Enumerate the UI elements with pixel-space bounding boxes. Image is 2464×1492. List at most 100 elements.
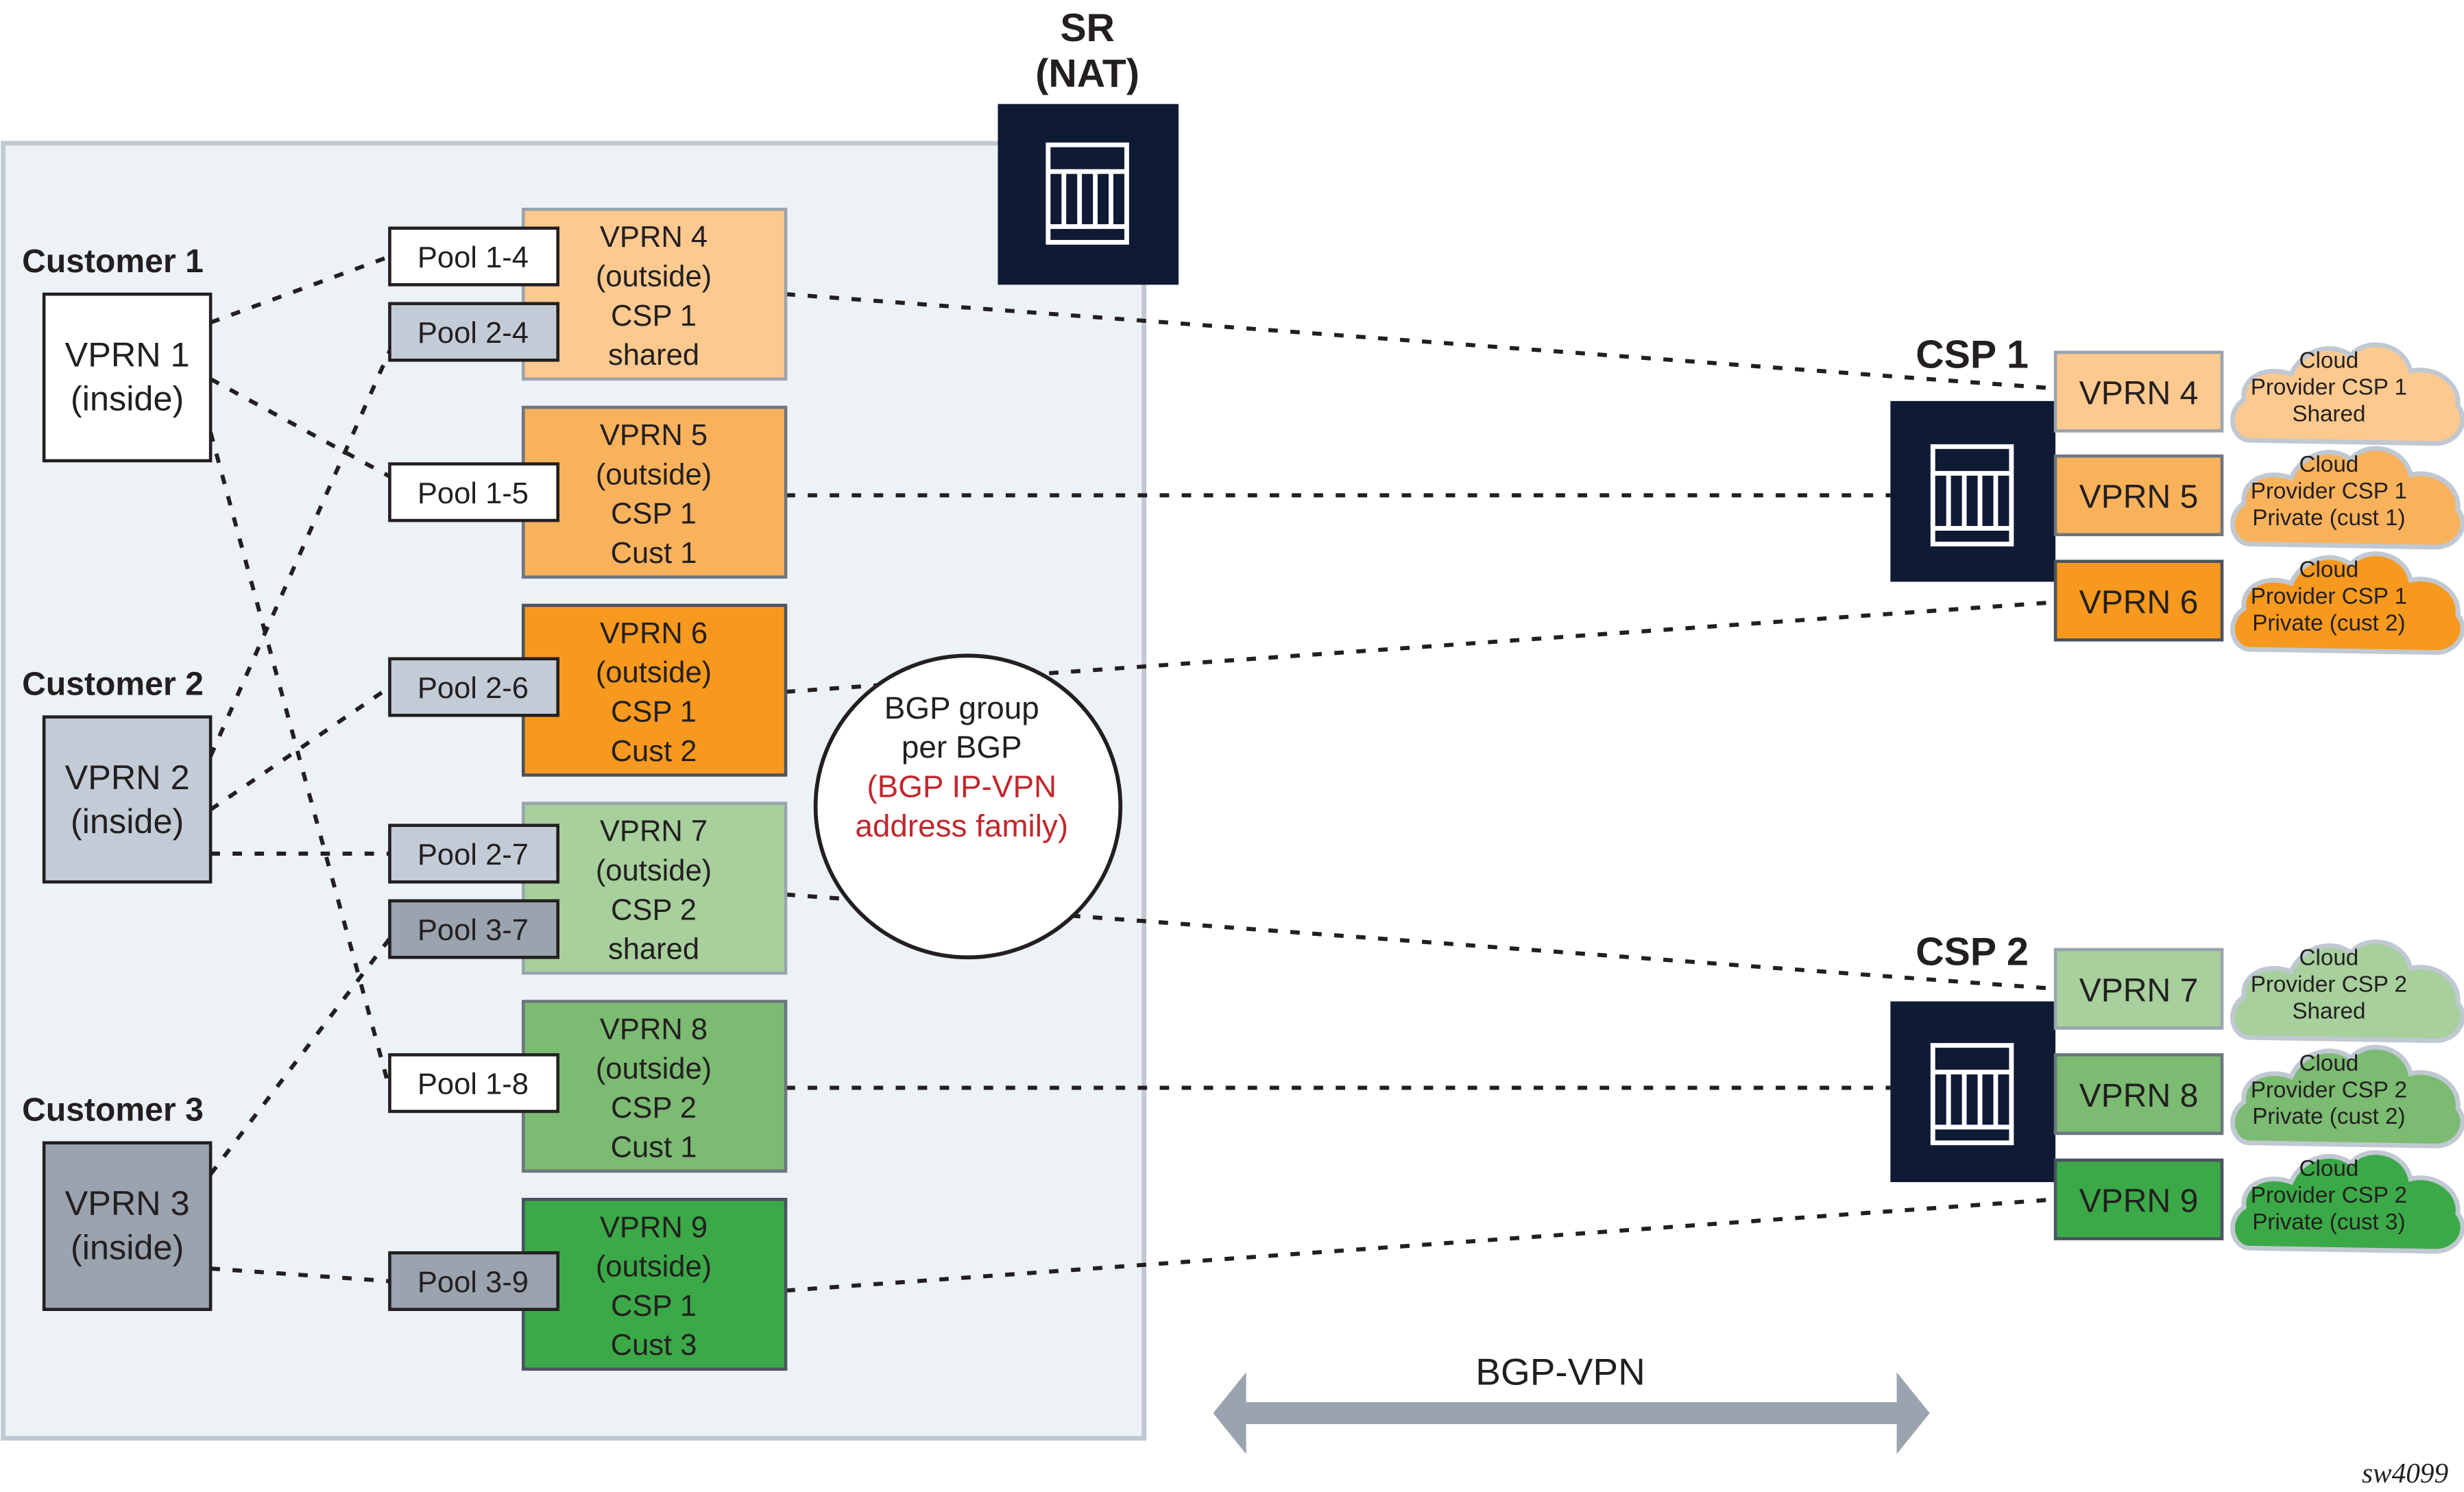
cloud-label-line: Cloud — [2299, 452, 2358, 477]
sr-nat-router: SR (NAT) — [998, 6, 1179, 285]
pool-box — [388, 462, 559, 522]
outside-vprn-box — [521, 802, 788, 975]
sr-router-box — [998, 104, 1179, 285]
outside-vprn-7[interactable]: VPRN 7 (outside) CSP 2 shared — [521, 802, 788, 975]
cloud-icon — [2230, 551, 2464, 655]
pool-label: Pool 1-8 — [418, 1068, 529, 1101]
inside-vprn-sublabel: (inside) — [71, 379, 184, 418]
pool-1-5[interactable]: Pool 1-5 — [388, 462, 559, 522]
outside-vprn-line: Cust 1 — [611, 1131, 697, 1164]
cloud-icon — [2230, 1150, 2464, 1254]
outside-vprn-line: (outside) — [596, 1052, 712, 1085]
cloud-label-line: Cloud — [2299, 1156, 2358, 1181]
pool-label: Pool 3-7 — [418, 914, 529, 947]
cloud-label-line: Shared — [2292, 402, 2365, 427]
double-arrow-icon — [1213, 1372, 1930, 1454]
outside-vprn-5[interactable]: VPRN 5 (outside) CSP 1 Cust 1 — [521, 405, 788, 579]
csp-vprn-label: VPRN 4 — [2079, 374, 2199, 411]
outside-vprn-line: VPRN 6 — [600, 617, 708, 650]
pool-2-6[interactable]: Pool 2-6 — [388, 657, 559, 717]
bgp-group-circle — [813, 653, 1123, 960]
link-vprn9-csp2 — [785, 1197, 2056, 1293]
csp-vprn-label: VPRN 7 — [2079, 972, 2199, 1009]
outside-vprn-9[interactable]: VPRN 9 (outside) CSP 1 Cust 3 — [521, 1197, 788, 1371]
inside-vprn-label: VPRN 2 — [65, 758, 190, 797]
cloud-label-line: Cloud — [2299, 1050, 2358, 1076]
inside-vprn-box[interactable] — [42, 1141, 213, 1312]
cloud-label-line: Provider CSP 2 — [2251, 972, 2407, 998]
outside-vprn-line: CSP 1 — [611, 695, 697, 728]
inside-vprn-box[interactable] — [42, 292, 213, 463]
outside-vprn-box — [521, 603, 788, 777]
outside-vprn-line: VPRN 5 — [600, 419, 708, 452]
cloud-label-line: Provider CSP 2 — [2251, 1077, 2407, 1103]
inside-vprn-box[interactable] — [42, 715, 213, 884]
router-chassis-icon — [1046, 142, 1129, 245]
link-vprn3-pool3-9 — [210, 1266, 390, 1284]
cloud-label-line: Private (cust 2) — [2252, 611, 2405, 636]
cloud-label-line: Provider CSP 2 — [2251, 1183, 2407, 1208]
pool-3-7[interactable]: Pool 3-7 — [388, 899, 559, 959]
cloud-icon — [2230, 939, 2464, 1044]
cloud-icon — [2230, 446, 2464, 550]
outside-vprn-line: CSP 1 — [611, 300, 697, 333]
customer-1: Customer 1 VPRN 1 (inside) — [22, 243, 213, 463]
outside-vprn-line: (outside) — [596, 261, 712, 293]
inside-vprn-label: VPRN 1 — [65, 335, 190, 374]
customer-3: Customer 3 VPRN 3 (inside) — [22, 1092, 213, 1312]
pool-2-4[interactable]: Pool 2-4 — [388, 302, 559, 362]
csp-vprn-label: VPRN 9 — [2079, 1183, 2199, 1220]
nat-pools: Pool 1-4 Pool 2-4 Pool 1-5 Pool 2-6 Pool… — [388, 226, 559, 1312]
pool-2-7[interactable]: Pool 2-7 — [388, 823, 559, 884]
pool-box — [388, 1053, 559, 1114]
outside-vprn-line: VPRN 9 — [600, 1211, 708, 1244]
pool-label: Pool 2-7 — [418, 839, 529, 871]
pool-box — [388, 823, 559, 884]
link-vprn1-pool1-4 — [210, 254, 391, 325]
csp-2: CSP 2 — [1890, 930, 2056, 1183]
cloud-label-line: Cloud — [2299, 557, 2358, 583]
pool-1-8[interactable]: Pool 1-8 — [388, 1053, 559, 1114]
cloud-icon — [2230, 342, 2464, 446]
customer-label: Customer 1 — [22, 243, 204, 280]
cloud-label-line: Provider CSP 1 — [2251, 479, 2407, 504]
csp-label: CSP 1 — [1916, 333, 2029, 377]
csp-vprn-box — [2053, 454, 2224, 537]
csp-vprn-box — [2053, 1158, 2224, 1240]
outside-vprn-box — [521, 1000, 788, 1173]
pool-3-9[interactable]: Pool 3-9 — [388, 1251, 559, 1312]
outside-vprn-line: Cust 3 — [611, 1329, 697, 1362]
csp-router-box — [1890, 1001, 2056, 1183]
outside-vprn-line: VPRN 4 — [600, 221, 708, 254]
csp-vprn-label: VPRN 6 — [2079, 583, 2199, 621]
cloud-label-line: Cloud — [2299, 348, 2358, 374]
bgp-vpn-arrow: BGP-VPN — [1213, 1351, 1930, 1454]
outside-vprn-line: VPRN 7 — [600, 815, 708, 848]
outside-vprn-line: CSP 1 — [611, 498, 697, 531]
cloud-label-line: Private (cust 2) — [2252, 1104, 2405, 1129]
pool-box — [388, 1251, 559, 1312]
outside-vprns: VPRN 4 (outside) CSP 1 shared VPRN 5 (ou… — [521, 207, 788, 1371]
bgp-group-line: per BGP — [902, 730, 1022, 765]
pool-1-4[interactable]: Pool 1-4 — [388, 226, 559, 287]
pool-box — [388, 899, 559, 959]
outside-vprn-8[interactable]: VPRN 8 (outside) CSP 2 Cust 1 — [521, 1000, 788, 1173]
link-vprn2-pool2-6 — [209, 685, 391, 812]
outside-vprn-line: CSP 2 — [611, 893, 697, 926]
csp-vprn-label: VPRN 5 — [2079, 479, 2199, 516]
csp-vprn-box — [2053, 350, 2224, 433]
outside-vprn-6[interactable]: VPRN 6 (outside) CSP 1 Cust 2 — [521, 603, 788, 777]
outside-vprn-4[interactable]: VPRN 4 (outside) CSP 1 shared — [521, 207, 788, 381]
outside-vprn-line: VPRN 8 — [600, 1013, 708, 1046]
csp-vprn-label: VPRN 8 — [2079, 1077, 2199, 1114]
sr-subtitle: (NAT) — [1035, 51, 1139, 95]
pool-label: Pool 1-4 — [418, 241, 529, 274]
